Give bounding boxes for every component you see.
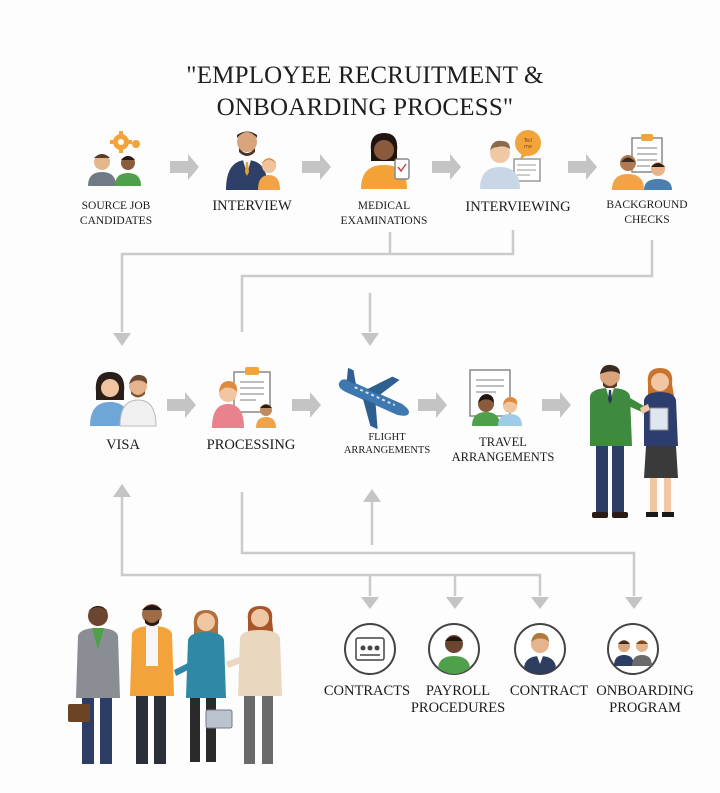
label-interviewing: INTERVIEWING: [465, 199, 571, 215]
payroll-person-icon: [428, 623, 480, 675]
onboarding-pair-icon: [607, 623, 659, 675]
flow-arrow-5: [167, 392, 196, 418]
contract-circle-icon: [344, 623, 396, 675]
flow-arrow-4: [568, 154, 597, 180]
arrowhead-payroll: [446, 597, 464, 609]
arrowhead-onboarding: [625, 597, 643, 609]
label-interview: INTERVIEW: [212, 198, 292, 214]
arrowhead-processing: [361, 333, 379, 346]
connector-processing-down: [240, 492, 636, 596]
business-team-handshake-icon: [68, 604, 282, 764]
connector-interviewing-to-visa: [120, 230, 515, 332]
flow-arrow-7: [418, 392, 447, 418]
visa-couple-icon: [90, 372, 157, 427]
business-handshake-icon: [590, 364, 678, 518]
interview-people-icon: [226, 131, 280, 190]
flow-arrow-2: [302, 154, 331, 180]
svg-text:me: me: [524, 144, 532, 150]
travel-document-icon: [469, 369, 522, 426]
arrowhead-up-flight: [363, 489, 381, 502]
flow-arrow-8: [542, 392, 571, 418]
label-visa: VISA: [106, 437, 140, 453]
flow-arrow-3: [432, 154, 461, 180]
label-contracts: CONTRACTS: [323, 683, 411, 699]
connector-background: [240, 240, 654, 332]
connector-bottom-main: [120, 497, 542, 596]
arrowhead-contracts: [361, 597, 379, 609]
background-check-icon: [612, 134, 672, 190]
contract-person-icon: [514, 623, 566, 675]
flow-arrow-6: [292, 392, 321, 418]
diagram-title: "EMPLOYEE RECRUITMENT & ONBOARDING PROCE…: [0, 60, 720, 124]
flow-arrow-1: [170, 154, 199, 180]
label-processing: PROCESSING: [206, 437, 296, 453]
label-contract: CONTRACT: [509, 683, 589, 699]
title-line-1: "EMPLOYEE RECRUITMENT &: [186, 62, 544, 89]
doctor-clipboard-icon: [361, 133, 410, 189]
arrowhead-up-visa: [113, 484, 131, 497]
svg-text:Tell: Tell: [523, 138, 532, 144]
arrowhead-visa: [113, 333, 131, 346]
title-line-2: ONBOARDING PROCESS": [216, 94, 514, 121]
candidates-gear-icon: [88, 131, 141, 186]
arrowhead-contract: [531, 597, 549, 609]
interviewer-speech-icon: Tell me: [480, 130, 541, 189]
airplane-icon: [338, 367, 409, 429]
processing-document-icon: [212, 367, 276, 428]
